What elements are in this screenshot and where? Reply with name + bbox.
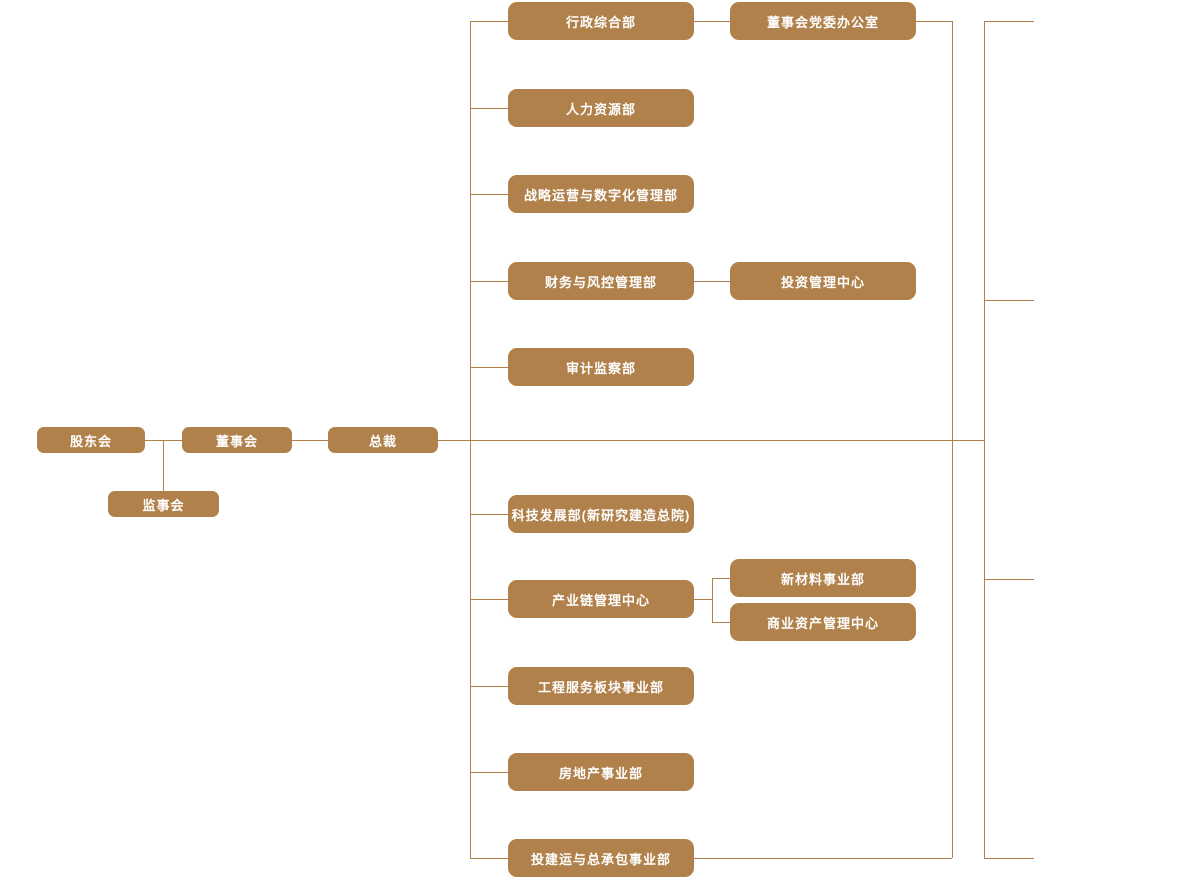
org-node-board-of-directors: 董事会 bbox=[182, 427, 292, 453]
org-node-audit-supervision-dept: 审计监察部 bbox=[508, 348, 694, 386]
connector-supervisory-drop bbox=[163, 440, 164, 491]
org-node-engineering-services-division: 工程服务板块事业部 bbox=[508, 667, 694, 705]
connector-right-stub-4 bbox=[984, 858, 1034, 859]
connector-board-president bbox=[292, 440, 328, 441]
connector-right-bus-2 bbox=[984, 21, 985, 858]
connector-right-stub-1 bbox=[984, 21, 1034, 22]
org-node-real-estate-division: 房地产事业部 bbox=[508, 753, 694, 791]
org-node-commercial-asset-center: 商业资产管理中心 bbox=[730, 603, 916, 641]
connector-bus-real-estate bbox=[470, 772, 508, 773]
connector-bus-human-resources bbox=[470, 108, 508, 109]
connector-right-bus-1 bbox=[952, 21, 953, 858]
org-node-industry-chain-center: 产业链管理中心 bbox=[508, 580, 694, 618]
connector-bus-engineering bbox=[470, 686, 508, 687]
org-node-strategy-ops-digital-dept: 战略运营与数字化管理部 bbox=[508, 175, 694, 213]
org-node-tech-development-dept: 科技发展部(新研究建造总院) bbox=[508, 495, 694, 533]
org-node-admin-general-dept: 行政综合部 bbox=[508, 2, 694, 40]
connector-bus-finance-risk bbox=[470, 281, 508, 282]
org-node-investment-management-center: 投资管理中心 bbox=[730, 262, 916, 300]
connector-bus-tech-development bbox=[470, 514, 508, 515]
connector-admin-party-office bbox=[694, 21, 730, 22]
connector-finance-investment-center bbox=[694, 281, 730, 282]
connector-right-stub-3 bbox=[984, 579, 1034, 580]
connector-party-office-rightbus bbox=[916, 21, 952, 22]
org-node-human-resources-dept: 人力资源部 bbox=[508, 89, 694, 127]
org-node-finance-risk-control-dept: 财务与风控管理部 bbox=[508, 262, 694, 300]
connector-bus-audit bbox=[470, 367, 508, 368]
connector-branch-commercial-assets bbox=[712, 622, 730, 623]
connector-invest-construction-rightbus bbox=[694, 858, 952, 859]
connector-bus-invest-construction bbox=[470, 858, 508, 859]
org-node-president: 总裁 bbox=[328, 427, 438, 453]
connector-industry-chain-minibus bbox=[712, 578, 713, 622]
org-node-investment-construction-division: 投建运与总承包事业部 bbox=[508, 839, 694, 877]
org-node-board-party-committee-office: 董事会党委办公室 bbox=[730, 2, 916, 40]
connector-left-bus bbox=[470, 21, 471, 859]
org-node-new-materials-division: 新材料事业部 bbox=[730, 559, 916, 597]
connector-branch-new-materials bbox=[712, 578, 730, 579]
connector-bus-strategy-digital bbox=[470, 194, 508, 195]
connector-industry-chain-branch bbox=[694, 599, 712, 600]
connector-bus-industry-chain bbox=[470, 599, 508, 600]
org-node-supervisory-board: 监事会 bbox=[108, 491, 219, 517]
connector-right-stub-2 bbox=[984, 300, 1034, 301]
org-node-shareholders: 股东会 bbox=[37, 427, 145, 453]
connector-bus-admin-general bbox=[470, 21, 508, 22]
connector-president-trunk bbox=[438, 440, 984, 441]
